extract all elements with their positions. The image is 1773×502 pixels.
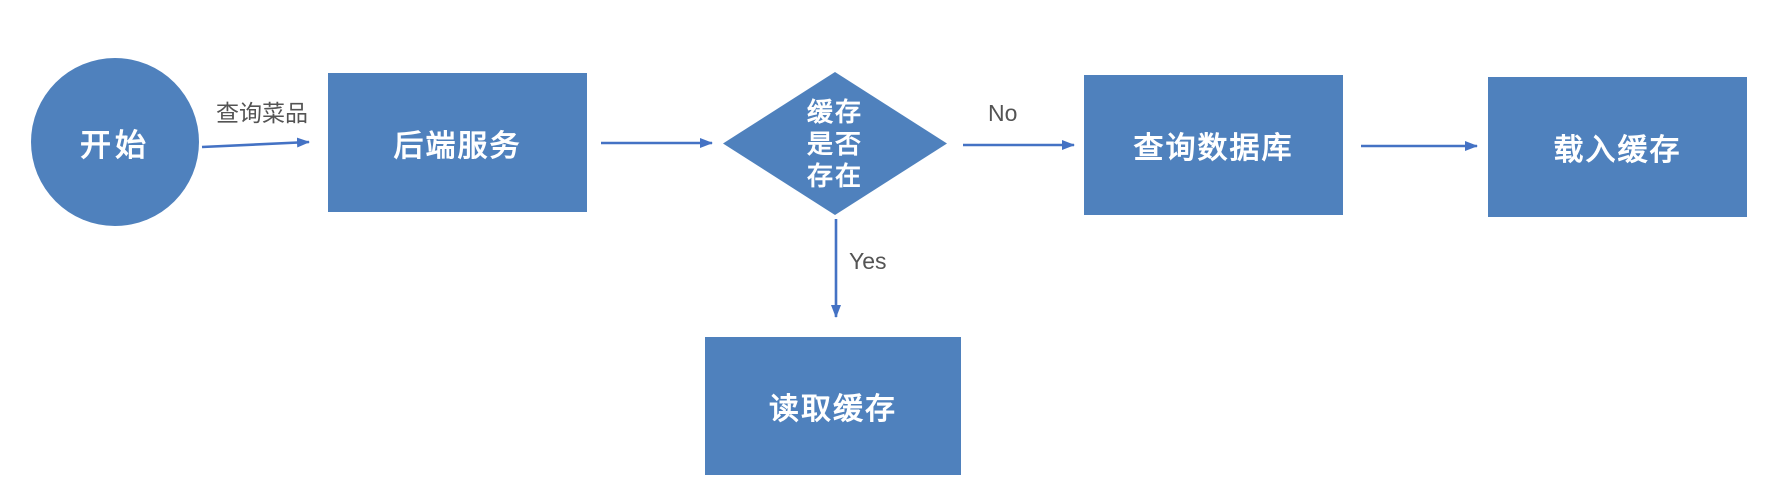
edge-start-to-backend bbox=[201, 137, 310, 149]
node-query-database[interactable]: 查询数据库 bbox=[1084, 75, 1343, 215]
node-start[interactable]: 开始 bbox=[31, 58, 199, 226]
edge-label-query-dish: 查询菜品 bbox=[216, 100, 308, 126]
node-cache-exists-decision[interactable]: 缓存 是否 存在 bbox=[723, 72, 947, 215]
node-load-cache-label: 载入缓存 bbox=[1553, 134, 1682, 167]
node-backend-label: 后端服务 bbox=[393, 129, 522, 163]
node-read-cache[interactable]: 读取缓存 bbox=[705, 337, 961, 475]
node-query-database-label: 查询数据库 bbox=[1133, 132, 1294, 165]
edge-label-no: No bbox=[988, 100, 1018, 126]
node-read-cache-label: 读取缓存 bbox=[769, 393, 897, 426]
node-backend-service[interactable]: 后端服务 bbox=[328, 73, 587, 212]
node-load-cache[interactable]: 载入缓存 bbox=[1488, 77, 1747, 217]
node-start-label: 开始 bbox=[80, 127, 150, 163]
node-cache-exists-label: 缓存 是否 存在 bbox=[806, 96, 863, 191]
edge-label-yes: Yes bbox=[849, 248, 887, 274]
